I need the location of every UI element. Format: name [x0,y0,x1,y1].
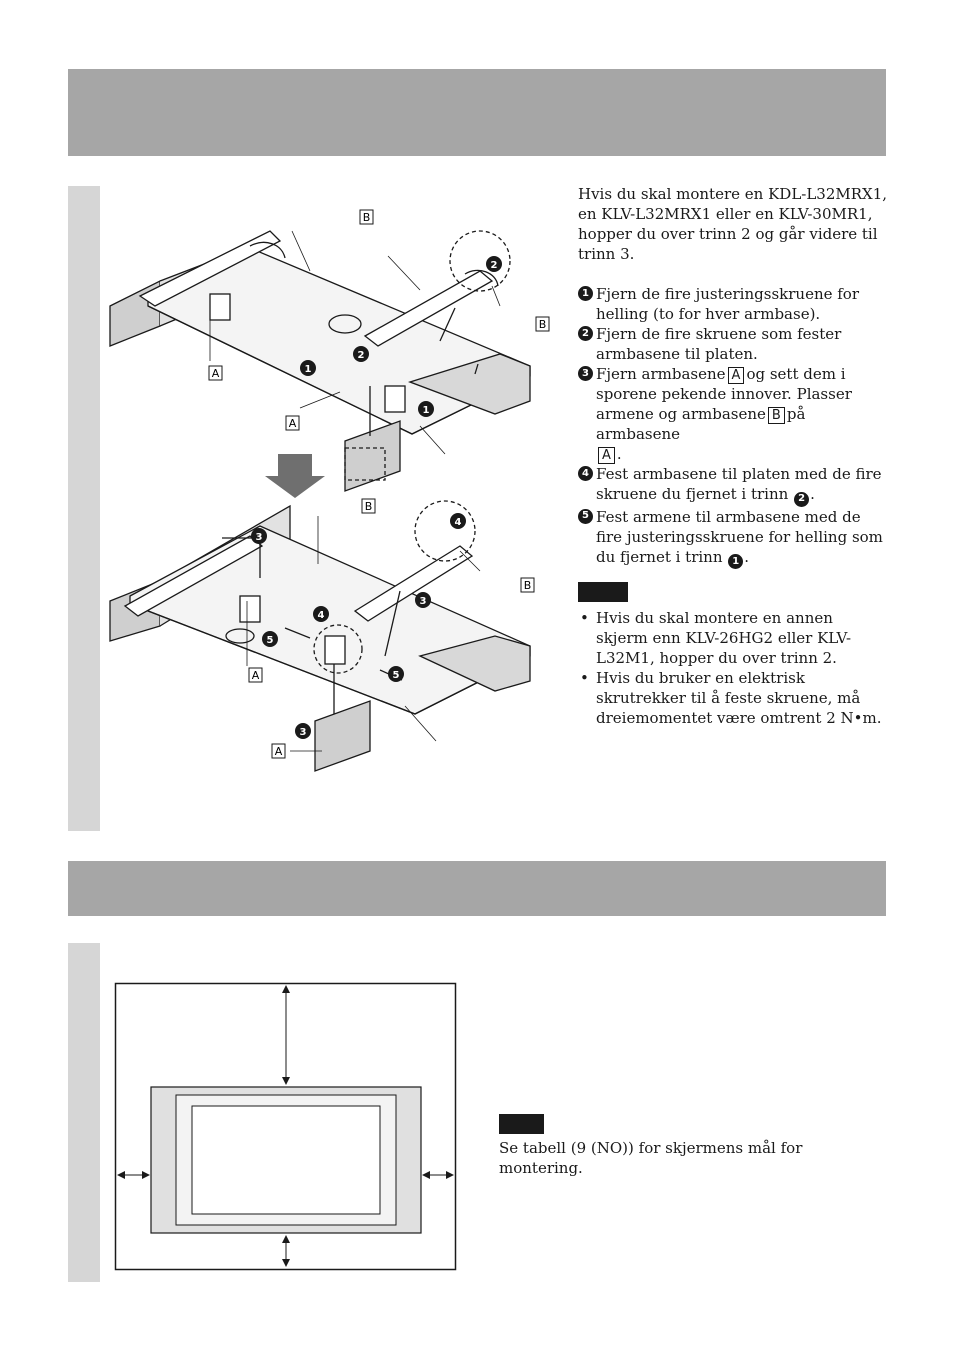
label-b1: B [363,211,371,224]
label-b2: B [539,318,547,331]
label-b3: B [365,500,373,513]
step-text-4: Fest armbasene til platen med de fire sk… [596,464,888,507]
step-text-2: Fjern de fire skruene som fester armbase… [596,325,842,363]
display-clearance-diagram [114,982,457,1271]
label-box-a-inline: A [727,367,745,384]
mounting-assembly-diagram: B B A A 2 2 1 1 B B A A 3 4 3 4 [109,209,550,772]
step-text-5: Fest armene til armbasene med de fire ju… [596,507,888,569]
label-box-b1 [359,209,374,225]
label-a1: A [212,367,220,380]
callout-3c: 3 [300,727,307,738]
step-number-5: 5 [578,508,593,524]
section-header-band-2 [68,861,886,916]
step-number-4: 4 [578,466,593,481]
step-ref-1: 1 [728,554,744,569]
step-1: 1 Fjern de fire justeringsskruene for he… [578,284,888,324]
display-screen [191,1105,381,1215]
label-box-a4 [271,743,286,759]
label-b4: B [524,579,532,592]
callout-1b: 1 [423,405,430,416]
step-5: 5 Fest armene til armbasene med de fire … [578,507,888,569]
callout-4b: 4 [318,610,325,621]
callout-3b: 3 [420,596,427,607]
label-a4: A [275,745,283,758]
label-box-a3 [248,667,263,683]
callout-3a: 3 [256,532,263,543]
intro-paragraph: Hvis du skal montere en KDL-L32MRX1, en … [578,185,888,263]
note-item-2: Hvis du bruker en elektrisk skrutrekker … [578,668,888,728]
label-a3: A [252,669,260,682]
step-number-1: 1 [578,286,593,301]
section-side-bar-2 [68,943,100,1282]
label-box-b2 [535,316,550,332]
label-box-a1 [208,365,223,381]
callout-1a: 1 [305,364,312,375]
label-box-b3 [361,498,376,514]
section2-note: Se tabell (9 (NO)) for skjermens mål for… [499,1139,803,1177]
diagram-top-callouts: 2 2 1 1 [300,256,502,417]
diagram-bottom-callouts: 3 4 3 4 5 5 3 [251,513,466,739]
label-box-a-inline-2: A [598,447,615,464]
label-box-b-inline: B [767,407,785,424]
note-item-1: Hvis du skal montere en annen skjerm enn… [578,608,888,668]
label-a2: A [289,417,297,430]
step-4: 4 Fest armbasene til platen med de fire … [578,464,888,507]
callout-5a: 5 [267,635,274,646]
notes-list: Hvis du skal montere en annen skjerm enn… [578,608,888,728]
label-box-b4 [520,577,535,593]
section-header-band-1 [68,69,886,156]
callout-2a: 2 [491,260,498,271]
step-ref-2: 2 [794,491,810,507]
callout-5b: 5 [393,670,400,681]
label-box-a2 [285,415,300,431]
note-tag-1 [578,582,628,602]
step-number-3: 3 [578,366,593,381]
diagram-top-labels: B B A A [208,209,550,431]
step-2: 2 Fjern de fire skruene som fester armba… [578,324,888,364]
step-number-2: 2 [578,326,593,341]
callout-2b: 2 [358,350,365,361]
section-side-bar-1 [68,186,100,831]
note-tag-2 [499,1114,544,1134]
diagram-bottom-labels: B B A A [248,498,535,759]
section1-text: Hvis du skal montere en KDL-L32MRX1, en … [578,184,888,728]
step-text-1: Fjern de fire justeringsskruene for hell… [596,285,859,323]
callout-4a: 4 [455,517,462,528]
